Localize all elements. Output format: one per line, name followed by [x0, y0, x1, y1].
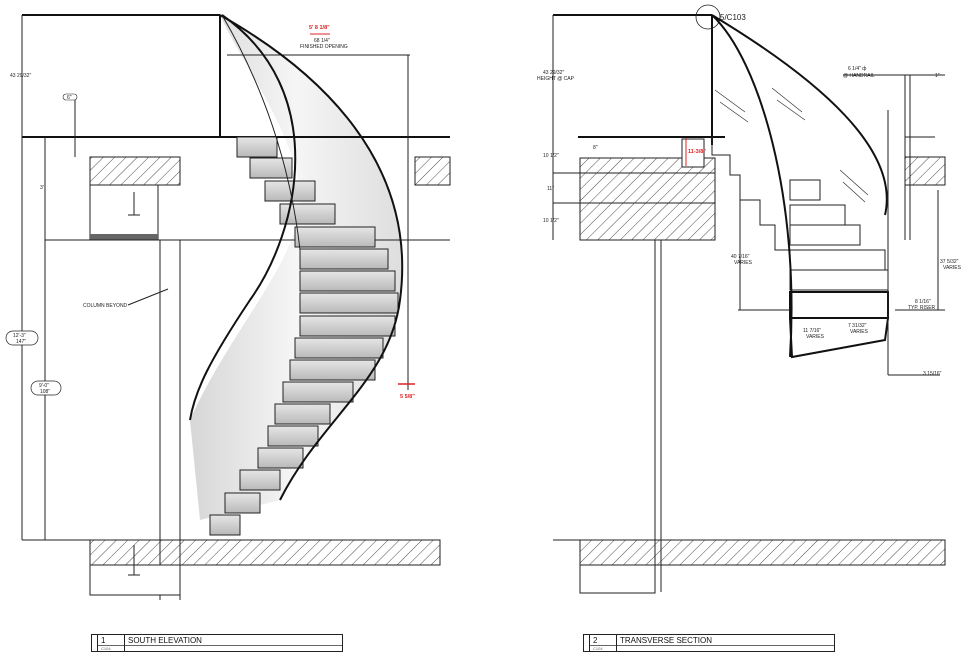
opening-label: FINISHED OPENING: [300, 44, 348, 50]
lower-slab: [89, 539, 441, 566]
opening-dim: 68 1/4": [314, 38, 330, 44]
right-rise-dim: 37 5/32": [940, 259, 959, 265]
detail-callout-circle: [695, 4, 721, 30]
under-a-dim: 11 7/16": [803, 328, 821, 334]
total-height-in: 147": [16, 339, 26, 345]
glass-hatch-marks: [714, 87, 869, 203]
guard-height-dim: 43 29/32": [10, 73, 31, 79]
slab-b-dim: 11": [547, 186, 554, 192]
stair-tread: [789, 179, 821, 201]
stair-tread: [299, 315, 396, 337]
riser-dim: 8 1/16": [915, 299, 931, 305]
clear-height-ft: 9'-0": [39, 383, 49, 389]
stair-tread: [789, 269, 889, 291]
slab-tag: 6": [67, 95, 72, 101]
clear-height-in: 108": [40, 389, 50, 395]
under-b-label: VARIES: [850, 329, 869, 335]
view-title: SOUTH ELEVATION: [128, 636, 202, 645]
right-rise-label: VARIES: [943, 265, 962, 271]
stair-tread: [257, 447, 304, 469]
stair-tread: [294, 226, 376, 248]
lower-slab: [579, 539, 946, 566]
transverse-section-drawing: 5/C103 43 29/32" HEIGHT @ CAP 6: [537, 4, 962, 594]
view-number: 1: [101, 636, 106, 645]
stair-tread: [209, 514, 241, 536]
stair-tread: [299, 270, 396, 292]
floor-depth-dim: 3': [40, 185, 44, 191]
handrail-gap: 1": [935, 73, 940, 79]
sheet-number: C104: [593, 646, 603, 651]
stair-tread: [789, 204, 846, 226]
south-elevation-drawing: 43 29/32" 6" 5' 8 1/8" 68 1/4" FINISHED …: [5, 14, 451, 600]
slab-a-dim: 10 1/2": [543, 153, 559, 159]
stair-tread: [289, 359, 376, 381]
left-rise-dim: 40 7/16": [731, 254, 750, 260]
stair-tread: [789, 224, 861, 246]
column-beyond-note: COLUMN BEYOND: [83, 303, 128, 309]
total-height-ft: 12'-3": [13, 333, 26, 339]
stair-tread: [299, 292, 399, 314]
stair-tread: [267, 425, 319, 447]
gap-red-dim: 5 5/8": [400, 394, 415, 400]
opening-red-dim: 5' 8 1/8": [309, 25, 330, 31]
guard-height-dim: 43 29/32": [543, 70, 564, 76]
handrail-label: @ HANDRAIL: [843, 73, 875, 79]
stair-treads: [209, 136, 399, 536]
red-dim: 11-3/8": [688, 149, 706, 155]
offset-dim: 3 15/16": [923, 371, 942, 377]
stair-tread: [236, 136, 278, 158]
stair-tread: [789, 249, 886, 271]
slab-c-dim: 10 1/2": [543, 218, 559, 224]
left-rise-label: VARIES: [734, 260, 753, 266]
upper-slab: [579, 157, 716, 241]
stair-tread: [249, 157, 293, 179]
stair-tread: [239, 469, 281, 491]
slab-top-dim: 8": [593, 145, 598, 151]
under-a-label: VARIES: [806, 334, 825, 340]
guard-height-label: HEIGHT @ CAP: [537, 76, 575, 82]
view-number: 2: [593, 636, 598, 645]
stair-tread: [294, 337, 384, 359]
section-stair-treads: [789, 179, 889, 291]
stair-tread: [299, 248, 389, 270]
stair-tread: [224, 492, 261, 514]
stair-tread: [274, 403, 331, 425]
handrail-dim: 6 1/4" ф: [848, 66, 866, 72]
detail-callout: 5/C103: [720, 13, 746, 22]
riser-label: TYP. RISER: [908, 305, 936, 311]
stair-tread: [282, 381, 354, 403]
upper-slab: [89, 156, 181, 186]
under-b-dim: 7 31/32": [848, 323, 867, 329]
sheet-number: C104: [101, 646, 111, 651]
view-title: TRANSVERSE SECTION: [620, 636, 713, 645]
